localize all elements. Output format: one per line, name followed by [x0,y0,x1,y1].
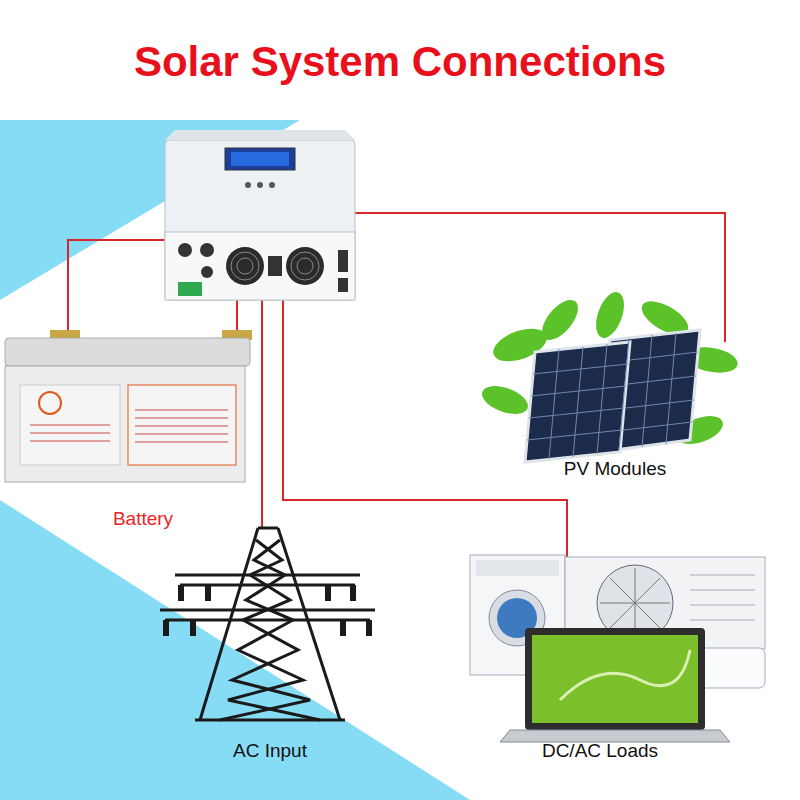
wire [68,213,725,557]
component-label: Battery [113,508,173,530]
title: Solar System Connections [134,38,666,86]
loads [470,555,765,742]
component-label: PV Modules [564,458,666,480]
insulator [163,585,372,636]
pv-modules [478,288,739,462]
component-label: AC Input [233,740,307,762]
battery [5,330,252,482]
component-label: DC/AC Loads [542,740,658,762]
inverter [165,130,355,300]
transmission-tower [160,528,375,720]
